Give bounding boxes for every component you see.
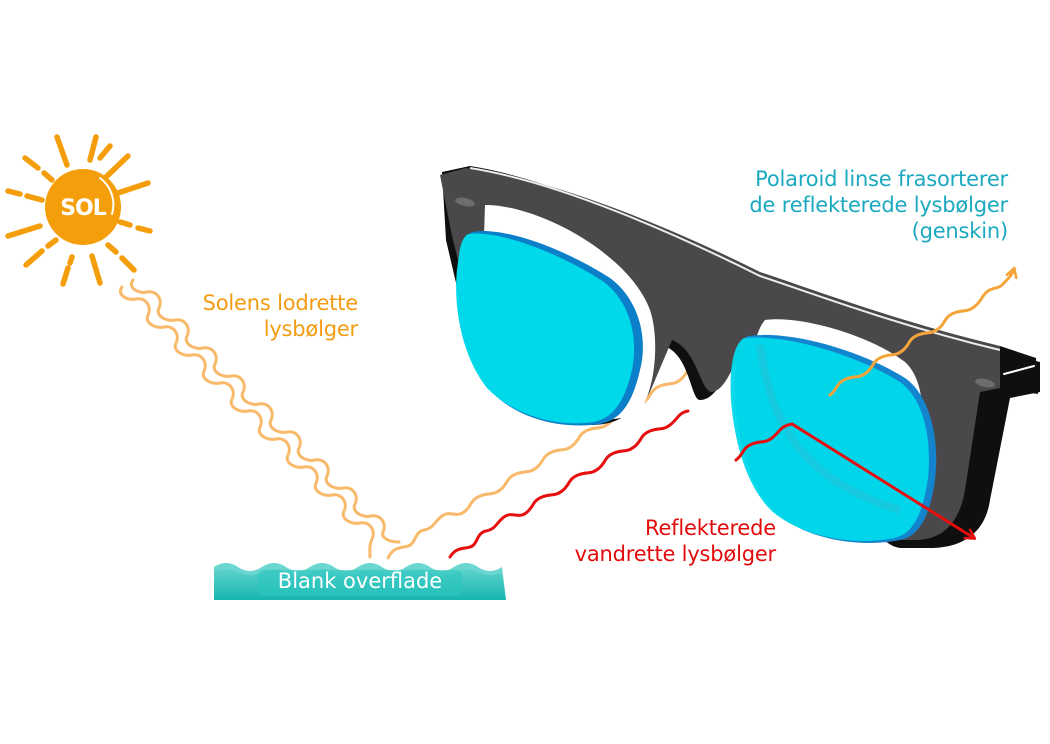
sun-waves-label-line-2: lysbølger xyxy=(263,317,359,341)
polaroid-label-line-2: de reflekterede lysbølger xyxy=(749,193,1008,217)
deflected-arrow xyxy=(734,422,974,538)
sun-waves-label: Solens lodrette lysbølger xyxy=(170,290,359,342)
sun-label: SOL xyxy=(60,196,107,221)
incoming-sun-waves xyxy=(119,278,401,559)
surface-label: Blank overflade xyxy=(277,569,443,593)
reflected-label-line-1: Reflekterede xyxy=(645,516,776,540)
reflected-waves-label: Reflekterede vandrette lysbølger xyxy=(520,515,777,567)
reflected-label-line-2: vandrette lysbølger xyxy=(574,542,777,566)
passing-wave-arrow xyxy=(828,269,1014,397)
sun-icon xyxy=(5,134,153,287)
reflected-horizontal-wave xyxy=(448,409,690,559)
polaroid-label-line-1: Polaroid linse frasorterer xyxy=(755,167,1008,191)
polarized-sunglasses xyxy=(440,166,1040,548)
polaroid-lens-label: Polaroid linse frasorterer de reflektere… xyxy=(660,166,1008,244)
polaroid-label-line-3: (genskin) xyxy=(911,219,1009,243)
shiny-surface xyxy=(214,563,506,600)
sun-waves-label-line-1: Solens lodrette xyxy=(202,291,359,315)
